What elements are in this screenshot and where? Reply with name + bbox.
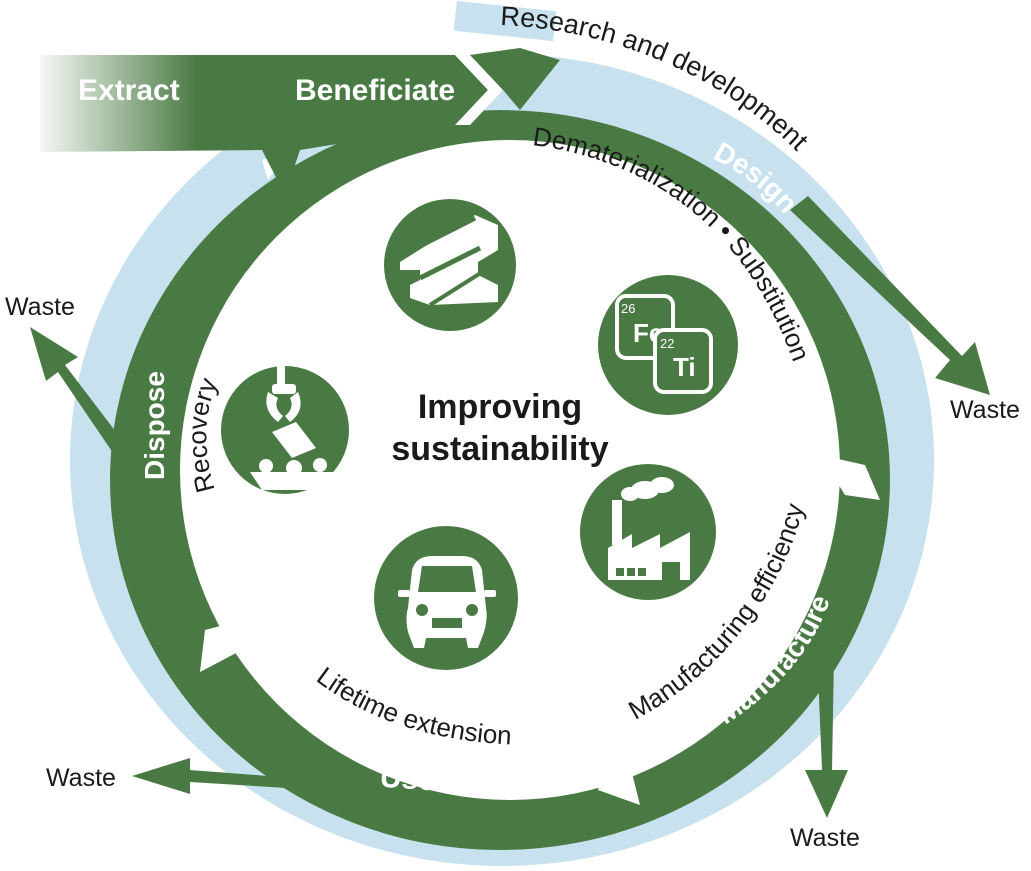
ti-symbol: Ti xyxy=(673,352,696,382)
factory-icon xyxy=(580,464,716,600)
fe-number: 26 xyxy=(621,301,635,316)
waste-left-bottom: Waste xyxy=(46,764,116,792)
ti-number: 22 xyxy=(660,336,674,351)
waste-left-top: Waste xyxy=(5,293,75,321)
recovery-claw-icon xyxy=(221,364,349,494)
label-dispose: Dispose xyxy=(139,371,170,480)
steel-beam-icon xyxy=(384,199,516,331)
waste-arrow-left-bottom xyxy=(132,758,320,794)
waste-arrow-right xyxy=(790,196,990,395)
car-icon xyxy=(374,526,518,670)
label-beneficiate: Beneficiate xyxy=(295,74,455,107)
beneficiate-chevron xyxy=(455,55,503,125)
separator-use xyxy=(598,735,640,805)
waste-arrow-left-top xyxy=(30,327,145,478)
extract-arrow xyxy=(40,55,488,195)
separator-dispose xyxy=(200,624,238,672)
label-extract: Extract xyxy=(78,74,180,107)
center-title-line1: Improving xyxy=(418,388,582,426)
label-use: Use xyxy=(379,761,436,798)
waste-arrow-bottom xyxy=(805,600,848,818)
design-arrow-head xyxy=(470,48,560,110)
separator-manufacture xyxy=(820,455,880,500)
waste-right: Waste xyxy=(950,396,1020,424)
periodic-elements-icon: 26 Fe 22 Ti xyxy=(598,275,738,415)
center-title-line2: sustainability xyxy=(391,430,608,468)
research-band xyxy=(453,0,557,42)
waste-bottom: Waste xyxy=(790,824,860,852)
